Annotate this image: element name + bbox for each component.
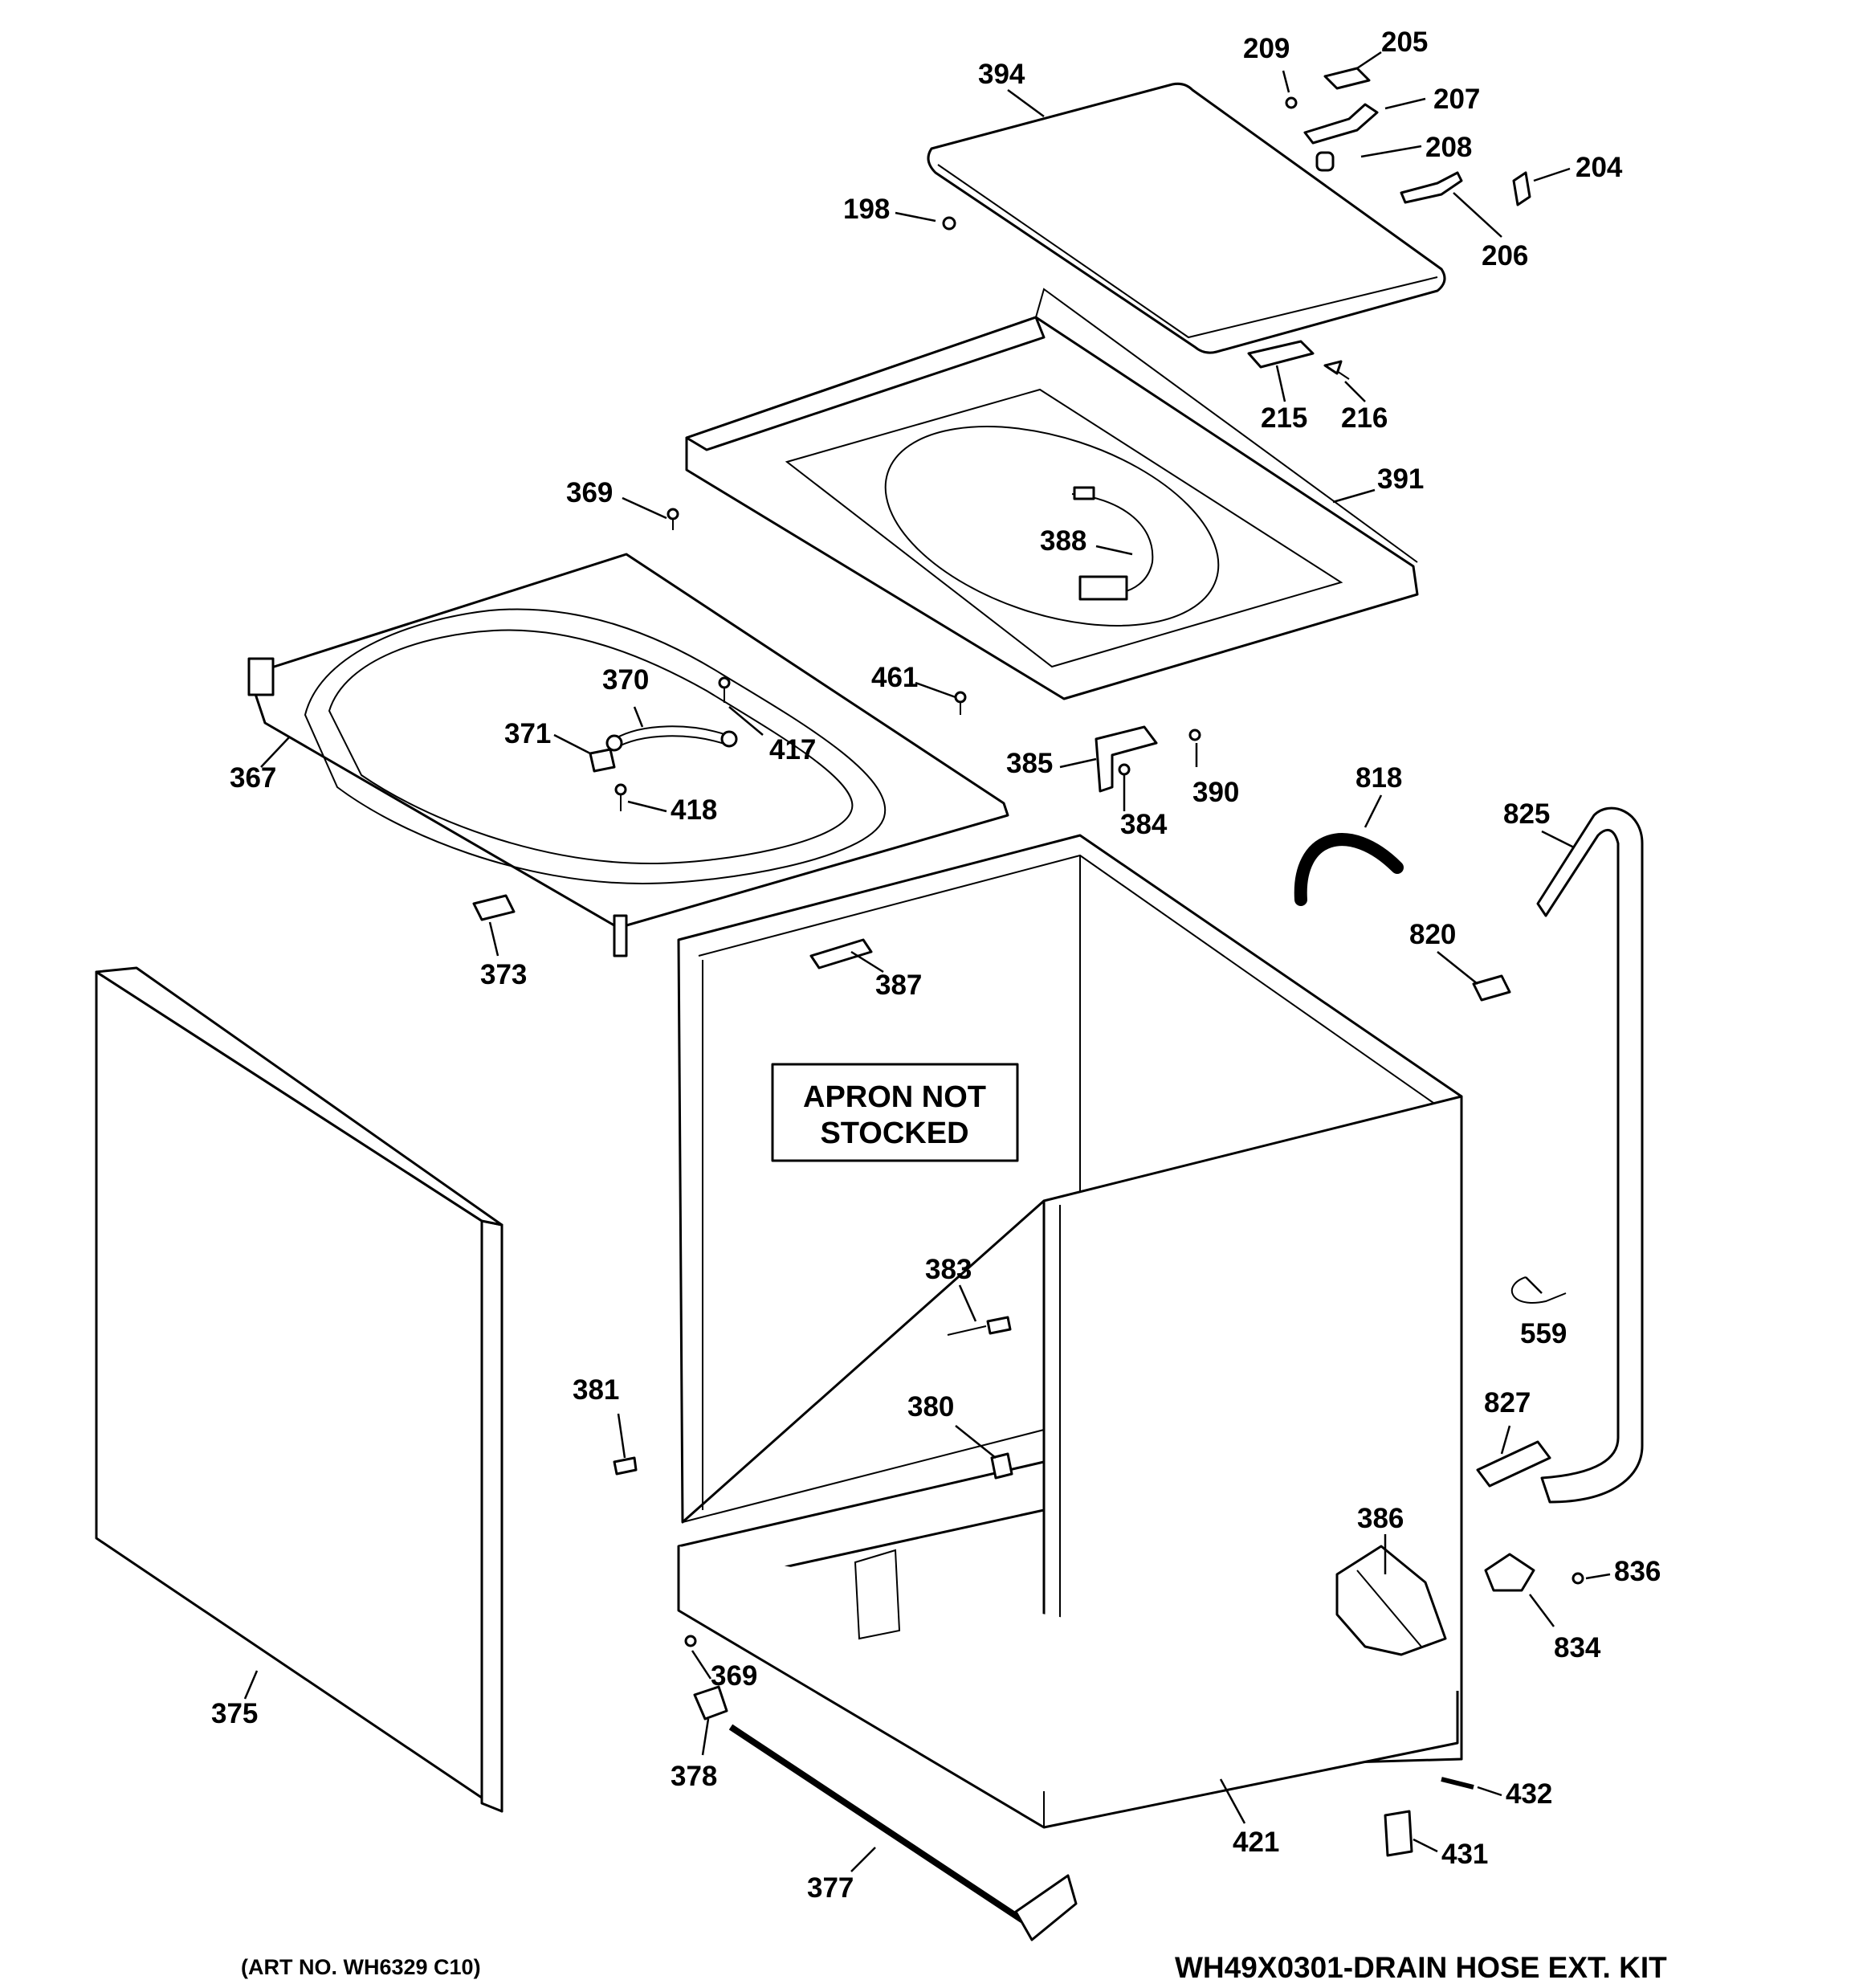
connector-827 [1476,1440,1551,1488]
callout-216: 216 [1341,402,1388,434]
callout-461: 461 [871,662,918,693]
callout-380: 380 [907,1391,954,1423]
hose-818 [1294,833,1404,906]
clip-373 [472,894,516,921]
drain-hose-825 [1536,806,1644,1504]
callout-432: 432 [1506,1778,1552,1810]
callout-417: 417 [769,734,816,765]
callout-198: 198 [843,194,890,225]
lid-hinge-hardware [942,67,1531,231]
callout-559: 559 [1520,1318,1567,1349]
callout-369a: 369 [566,477,613,508]
bolt-383 [986,1316,1012,1335]
callout-378: 378 [671,1761,717,1792]
apron-notice-line2: STOCKED [820,1116,968,1150]
callout-431: 431 [1441,1839,1488,1870]
top-cover-391 [685,288,1419,700]
bracket-385 [1095,725,1201,793]
callout-208: 208 [1425,132,1472,163]
callout-418: 418 [671,794,717,826]
wire-559 [1510,1276,1567,1304]
callout-388: 388 [1040,525,1086,557]
pin-383 [947,1325,987,1336]
bracket-834 [1484,1553,1535,1592]
callout-820: 820 [1409,919,1456,950]
callout-383: 383 [925,1254,972,1285]
callout-827: 827 [1484,1387,1531,1419]
clip-380 [990,1452,1013,1480]
clip-381 [613,1456,638,1476]
callout-209: 209 [1243,33,1290,64]
callout-385: 385 [1006,748,1053,779]
apron-notice-line1: APRON NOT [803,1080,986,1114]
leader-lines [243,51,1611,1872]
apron-notice: APRON NOT STOCKED [803,1080,986,1150]
callout-375: 375 [211,1698,258,1729]
callout-205: 205 [1381,27,1428,58]
front-panel-375 [95,966,503,1813]
screw-369b [684,1635,697,1647]
leveling-leg-431 [1384,1810,1413,1857]
foot-378 [693,1685,728,1721]
callout-386: 386 [1357,1503,1404,1534]
callout-204: 204 [1576,152,1623,183]
callout-367: 367 [230,762,276,794]
rod-377-tab [1014,1874,1078,1941]
callout-373: 373 [480,959,527,990]
callout-369b: 369 [711,1660,757,1692]
callout-377: 377 [807,1872,854,1904]
callout-825: 825 [1503,798,1550,830]
callout-384: 384 [1120,809,1168,840]
callout-206: 206 [1482,240,1528,271]
bracket-386 [1335,1545,1447,1656]
callout-370: 370 [602,664,649,696]
bracket-386-rail [1356,1570,1422,1647]
drain-hose-kit-note: WH49X0301-DRAIN HOSE EXT. KIT [1175,1951,1667,1984]
callout-421: 421 [1233,1827,1279,1858]
callout-391: 391 [1377,463,1424,495]
callout-834: 834 [1554,1632,1601,1663]
clamp-820 [1472,974,1511,1002]
callout-207: 207 [1433,84,1480,115]
rod-377 [728,1724,1030,1927]
lid-394 [927,82,1446,354]
lid-latch [1247,340,1350,380]
art-number: (ART NO. WH6329 C10) [241,1955,481,1979]
cabinet-base [677,1460,1459,1829]
callout-371: 371 [504,718,551,749]
callout-836: 836 [1614,1556,1661,1587]
callout-215: 215 [1261,402,1307,434]
callout-381: 381 [573,1374,619,1406]
screw-836 [1572,1572,1584,1585]
tub-support-frame-367 [247,553,1009,957]
pin-432 [1441,1777,1474,1790]
callout-labels: 394 209 205 207 208 204 198 206 215 216 … [211,27,1661,1904]
callout-818: 818 [1355,762,1402,794]
callout-387: 387 [875,970,922,1001]
callout-394: 394 [978,59,1025,90]
callout-390: 390 [1192,777,1239,808]
